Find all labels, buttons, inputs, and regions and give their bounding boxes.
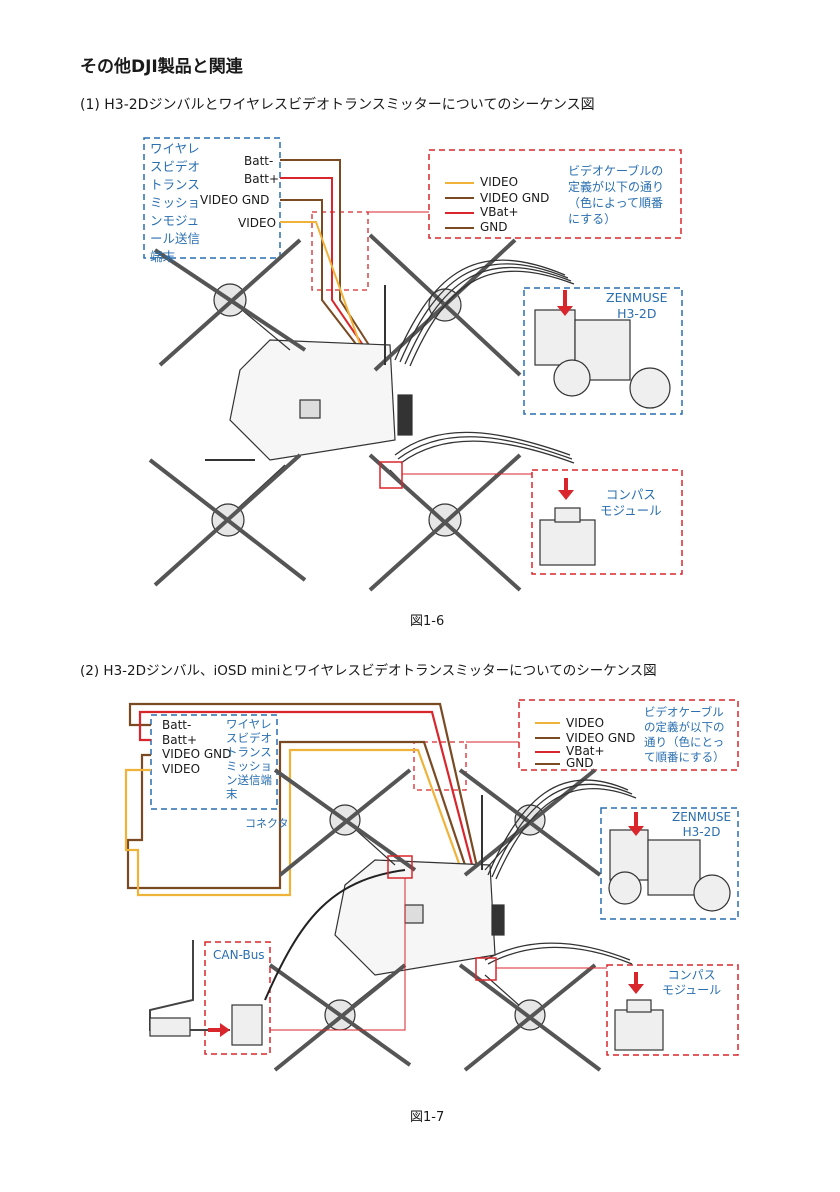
fig1-legend-video-gnd: VIDEO GND [480,191,550,205]
fig1-gimbal-sketch [534,309,671,409]
fig1-wire-batt-neg [280,159,386,371]
fig2-canbus-box [204,941,271,1055]
figure2-title: (2) H3-2Dジンバル、iOSD miniとワイヤレスビデオトランスミッター… [80,663,657,679]
fig2-compass-arrowhead [628,984,644,994]
figure1-caption: 図1-6 [410,614,445,629]
fig2-pin-video: VIDEO [162,762,201,776]
fig2-transmitter-label: ワイヤレ スビデオ トランス ミッショ ン送信端 末 [226,717,272,801]
fig1-wire-video [280,221,371,373]
fig2-legend-gnd: GND [566,756,594,770]
fig2-canbus-leader [270,878,406,1031]
figure2-caption: 図1-7 [410,1110,445,1125]
fig2-compass-sketch [614,999,664,1051]
page-heading: その他DJI製品と関連 [80,57,243,77]
fig2-legend-note: ビデオケーブル の定義が以下の 通り（色にとっ て順番にする） [644,705,725,764]
fig2-wire-batt-pos [138,710,478,881]
fig1-gimbal-box [523,287,683,415]
fig1-compass-arrowhead [558,490,574,500]
fig1-compass-box [531,469,683,575]
fig1-gimbal-cable [394,259,575,367]
fig2-gimbal-cable [487,779,637,880]
fig1-compass-label: コンパス モジュール [600,487,662,518]
fig2-compass-label: コンパス モジュール [662,968,722,997]
fig1-pin-batt-neg: Batt- [244,154,274,168]
fig1-legend-vbat: VBat+ [480,205,519,219]
fig2-compass-cable [484,942,633,965]
fig2-canbus-label: CAN-Bus [213,948,265,962]
fig2-legend-vbat: VBat+ [566,744,605,758]
fig2-pin-video-gnd: VIDEO GND [162,747,232,761]
fig2-pin-batt-neg: Batt- [162,718,192,732]
fig1-transmitter-box [143,137,281,259]
fig1-compass-cable [394,431,575,464]
fig2-legend-video: VIDEO [566,716,605,730]
figure1-title: (1) H3-2Dジンバルとワイヤレスビデオトランスミッターについてのシーケンス… [80,97,595,113]
fig1-drone-illustration [148,233,522,592]
fig1-pin-video-gnd: VIDEO GND [200,193,270,207]
fig2-connector-label: コネクタ [245,817,289,830]
fig2-canbus-port-highlight [387,855,413,879]
fig1-pin-video: VIDEO [238,216,277,230]
fig1-legend-box [428,149,682,239]
fig1-compass-port-highlight [379,461,403,489]
fig2-wire-video [124,748,467,897]
fig2-canbus-cable [264,869,406,1001]
fig1-legend-video: VIDEO [480,175,519,189]
fig1-transmitter-label: ワイヤレ スビデオ トランス ミッショ ンモジュ ール送信 端末 [150,141,201,264]
fig2-legend-video-gnd: VIDEO GND [566,731,636,745]
fig2-pin-batt-pos: Batt+ [162,733,198,747]
fig1-gimbal-label: ZENMUSE H3-2D [606,290,668,321]
fig1-pin-batt-pos: Batt+ [244,172,280,186]
fig2-transmitter-box [150,714,278,810]
fig2-legend-box [518,699,739,771]
fig2-wire-batt-neg [128,702,482,881]
fig2-gimbal-sketch [608,829,731,912]
fig1-legend-gnd: GND [480,220,508,234]
fig2-compass-port-highlight [475,957,497,981]
fig2-compass-box [606,964,739,1056]
fig1-wire-video-gnd [280,199,377,371]
fig1-compass-sketch [539,507,596,566]
fig2-gimbal-box [600,807,739,920]
fig2-gimbal-label: ZENMUSE H3-2D [672,810,732,839]
fig2-iosd-arrowhead [220,1023,230,1037]
fig2-wire-video-gnd [126,740,472,890]
fig2-iosd-sketch [149,1004,263,1046]
fig2-drone-illustration [268,768,602,1072]
fig1-legend-note: ビデオケーブルの 定義が以下の通り （色によって順番 にする） [568,164,665,226]
fig1-gimbal-arrowhead [557,306,573,316]
fig2-gimbal-arrowhead [628,826,644,836]
